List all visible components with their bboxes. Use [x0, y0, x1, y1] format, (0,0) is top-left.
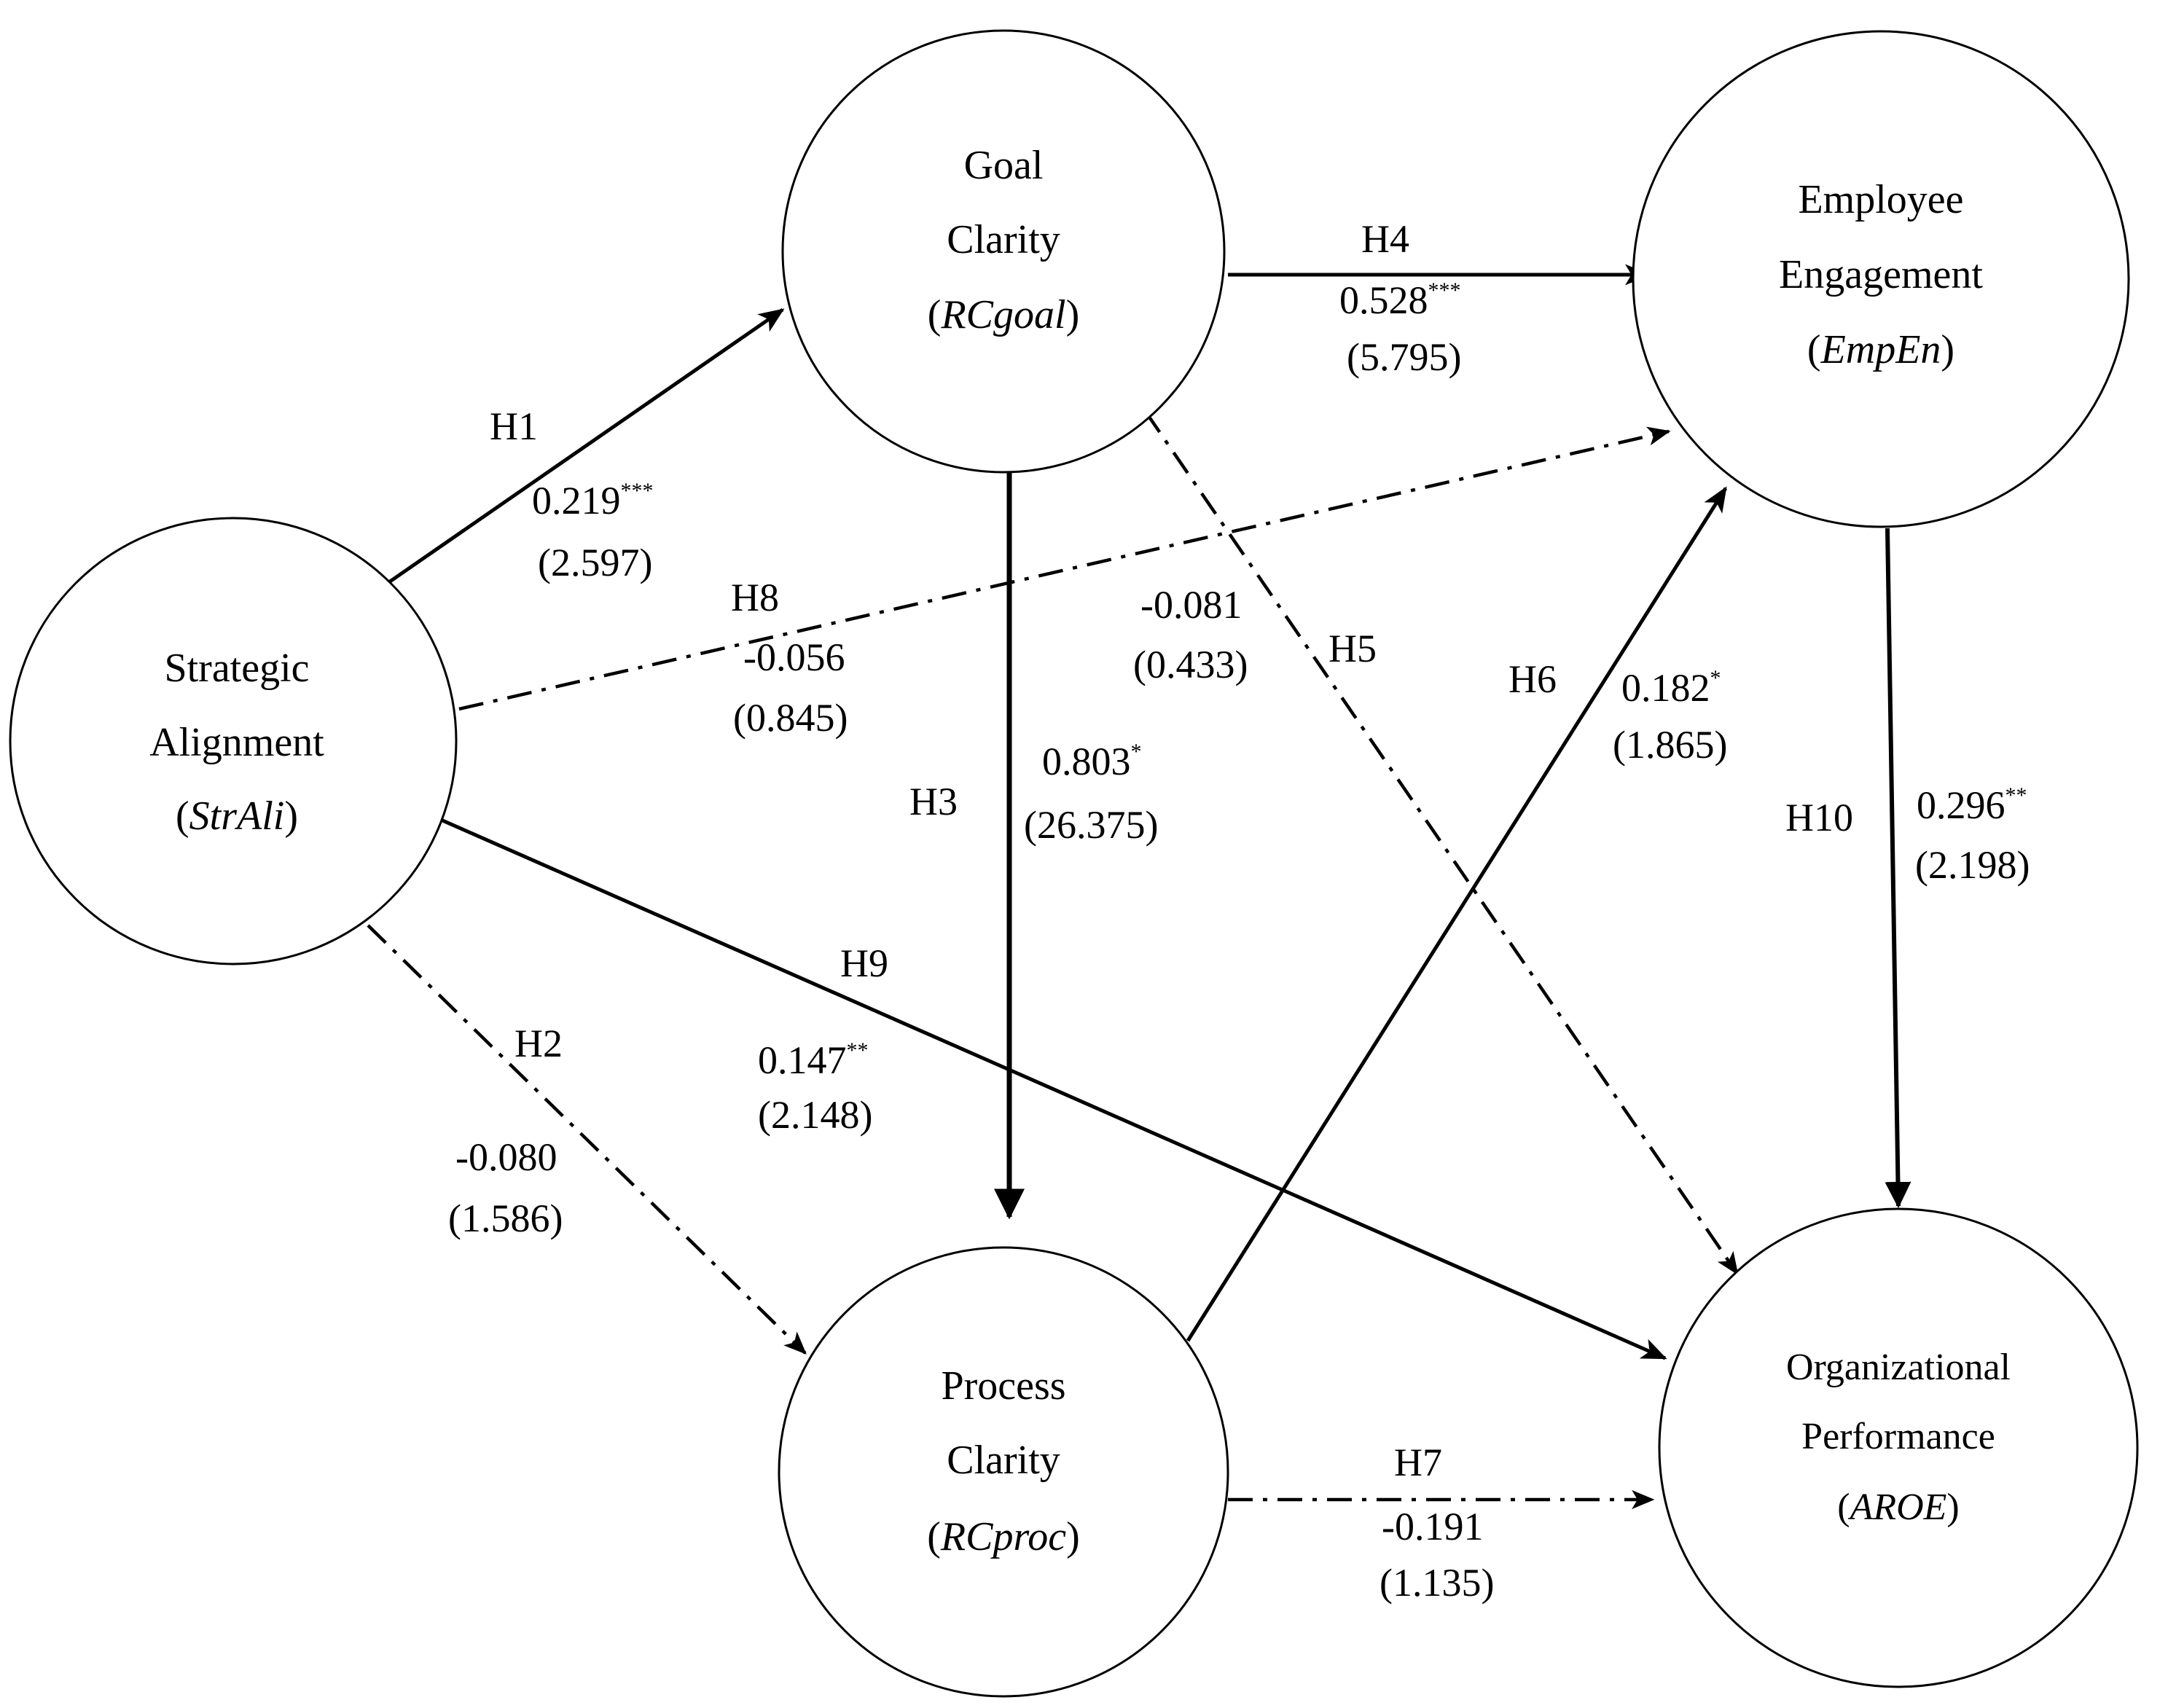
h10-t-value: (2.198) — [1915, 843, 2030, 887]
h9-label: H9 — [840, 941, 888, 985]
goal-clarity-abbr: (RCgoal) — [928, 292, 1079, 337]
h2-coefficient: -0.080 — [455, 1135, 557, 1179]
h2-label: H2 — [514, 1022, 563, 1065]
h5-label: H5 — [1328, 627, 1377, 670]
h3-label: H3 — [909, 780, 958, 823]
h8-label: H8 — [731, 576, 779, 619]
h10-label: H10 — [1785, 796, 1853, 839]
strategic-alignment-label-line2: Alignment — [149, 720, 324, 765]
node-strategic-alignment: Strategic Alignment (StrAli) — [9, 517, 458, 965]
h1-coefficient: 0.219*** — [532, 479, 654, 522]
path-h8-arrow — [458, 426, 1671, 711]
organizational-performance-label-line1: Organizational — [1786, 1347, 2011, 1388]
h9-t-value: (2.148) — [758, 1093, 872, 1137]
strategic-alignment-label-line1: Strategic — [164, 646, 309, 691]
path-h10-arrow — [1885, 528, 1911, 1208]
h1-label: H1 — [490, 404, 538, 448]
employee-engagement-label-line2: Engagement — [1779, 252, 1983, 297]
h4-coefficient: 0.528*** — [1339, 278, 1461, 322]
organizational-performance-label-line2: Performance — [1801, 1416, 1995, 1457]
h7-label: H7 — [1394, 1441, 1442, 1484]
h3-t-value: (26.375) — [1024, 803, 1158, 847]
goal-clarity-label-line2: Clarity — [947, 217, 1060, 262]
process-clarity-label-line1: Process — [941, 1363, 1065, 1409]
goal-clarity-label-line1: Goal — [964, 143, 1044, 188]
node-organizational-performance: Organizational Performance (AROE) — [1658, 1207, 2139, 1688]
h4-label: H4 — [1361, 217, 1409, 261]
strategic-alignment-abbr: (StrAli) — [176, 794, 298, 839]
node-employee-engagement: Employee Engagement (EmpEn) — [1632, 30, 2130, 528]
h4-t-value: (5.795) — [1347, 335, 1461, 379]
process-clarity-abbr: (RCproc) — [927, 1514, 1079, 1559]
path-h2-arrow — [367, 924, 807, 1355]
process-clarity-label-line2: Clarity — [947, 1438, 1060, 1483]
path-h9-arrow — [439, 818, 1667, 1360]
h8-coefficient: -0.056 — [743, 635, 845, 679]
h2-t-value: (1.586) — [448, 1196, 563, 1240]
h3-coefficient: 0.803* — [1042, 740, 1142, 783]
h8-t-value: (0.845) — [733, 696, 848, 740]
organizational-performance-abbr: (AROE) — [1837, 1486, 1960, 1528]
node-goal-clarity: Goal Clarity (RCgoal) — [781, 29, 1226, 474]
employee-engagement-abbr: (EmpEn) — [1807, 327, 1954, 372]
h5-t-value: (0.433) — [1133, 643, 1248, 686]
path-h6-arrow — [1186, 486, 1728, 1342]
node-process-clarity: Process Clarity (RCproc) — [778, 1246, 1229, 1698]
h6-t-value: (1.865) — [1613, 723, 1727, 767]
h5-coefficient: -0.081 — [1140, 583, 1242, 627]
h7-t-value: (1.135) — [1380, 1561, 1494, 1605]
employee-engagement-label-line1: Employee — [1798, 177, 1963, 222]
h6-coefficient: 0.182* — [1621, 666, 1721, 710]
h9-coefficient: 0.147** — [758, 1038, 869, 1082]
path-h5-arrow — [1144, 410, 1739, 1276]
path-h1-arrow — [381, 307, 785, 589]
h1-t-value: (2.597) — [538, 541, 652, 584]
h7-coefficient: -0.191 — [1382, 1505, 1483, 1548]
h10-coefficient: 0.296** — [1917, 783, 2027, 827]
h6-label: H6 — [1508, 657, 1557, 701]
